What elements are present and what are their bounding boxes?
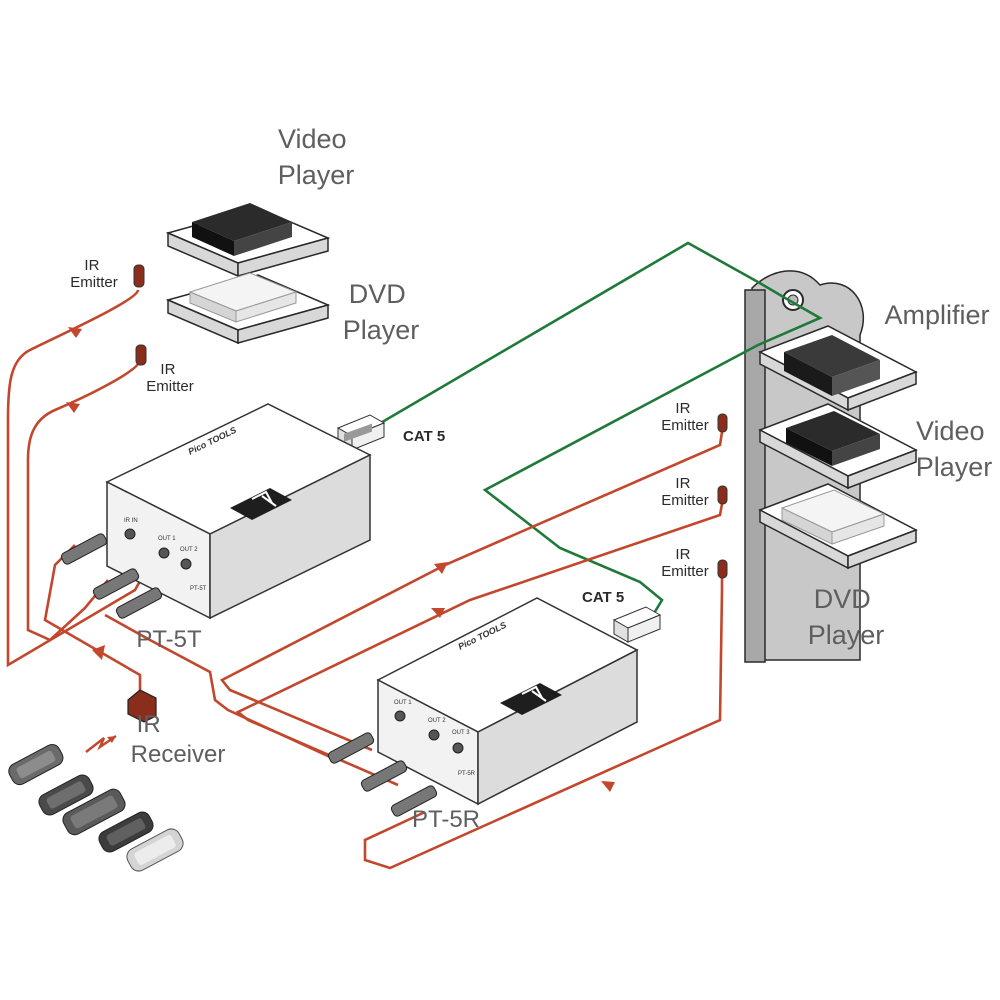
ir-signal-icon xyxy=(85,735,117,753)
dvd-player-device-right xyxy=(780,489,886,545)
pt5r-device: Pico TOOLS OUT 1 OUT 2 OUT 3 PT-5R xyxy=(327,597,639,817)
remote-control-3 xyxy=(62,788,126,836)
dvd-player-device-left xyxy=(188,272,298,323)
remote-controls xyxy=(8,743,184,872)
pt5t-port-label-2: OUT 2 xyxy=(180,547,198,553)
video-player-label-left: Video Player xyxy=(278,124,355,190)
pt5r-label: PT-5R xyxy=(412,806,480,833)
ir-emitter-device-4 xyxy=(717,485,728,505)
cat5-connector-right xyxy=(612,606,662,643)
left-shelf-dvd xyxy=(165,272,331,345)
pt5t-device: Pico TOOLS IR IN OUT 1 OUT 2 PT-5T xyxy=(60,403,372,620)
pt5r-logo xyxy=(500,683,562,715)
cat5-cable xyxy=(371,241,823,621)
cable-arrows xyxy=(66,327,615,792)
pt5r-plugs xyxy=(327,732,438,817)
right-rack xyxy=(744,270,918,663)
remote-control-2 xyxy=(38,774,94,816)
ir-emitter-device-1 xyxy=(133,264,145,288)
cat5-label-left: CAT 5 xyxy=(403,428,445,445)
pt5t-model-tag: PT-5T xyxy=(190,586,207,592)
cat5-label-right: CAT 5 xyxy=(582,589,624,606)
ir-cable-emitter-3 xyxy=(219,431,724,752)
ir-emitter-label-4: IR Emitter xyxy=(661,475,709,509)
pt5r-model-tag: PT-5R xyxy=(458,771,476,777)
right-shelf-dvd xyxy=(758,483,918,570)
right-shelf-video xyxy=(758,403,918,490)
remote-control-4 xyxy=(98,811,154,853)
ir-receiver-device xyxy=(127,689,157,723)
remote-control-5 xyxy=(126,828,184,872)
ir-emitter-label-3: IR Emitter xyxy=(661,400,709,434)
pt5r-port-label-2: OUT 3 xyxy=(452,730,470,736)
ir-cable-emitter-4 xyxy=(235,503,724,787)
pt5r-port-label-1: OUT 2 xyxy=(428,718,446,724)
left-shelf-video xyxy=(165,203,331,278)
right-shelf-amplifier xyxy=(758,325,918,412)
pt5r-port-label-0: OUT 1 xyxy=(394,700,412,706)
amplifier-device xyxy=(784,335,880,396)
video-player-device-left xyxy=(192,203,292,256)
video-player-device-right xyxy=(786,411,880,466)
ir-emitter-label-5: IR Emitter xyxy=(661,546,709,580)
ir-emitter-label-1: IR Emitter xyxy=(70,257,118,291)
pt5t-port-label-0: IR IN xyxy=(124,518,138,524)
ir-emitter-device-3 xyxy=(717,413,728,433)
ir-emitter-device-5 xyxy=(717,559,728,579)
ir-emitter-label-2: IR Emitter xyxy=(146,361,194,395)
video-player-label-right: Video Player xyxy=(916,416,993,482)
pt5t-logo xyxy=(230,488,292,520)
ir-emitter-device-2 xyxy=(135,344,147,366)
remote-control-1 xyxy=(8,743,64,786)
dvd-player-label-left: DVD Player xyxy=(343,279,420,345)
pt5t-label: PT-5T xyxy=(136,626,202,653)
pt5t-plugs xyxy=(60,533,163,619)
dvd-player-label-right: DVD Player xyxy=(808,584,885,650)
ir-receiver-label: IR Receiver xyxy=(131,711,226,768)
amplifier-label: Amplifier xyxy=(884,300,989,330)
ir-cable-left-inner xyxy=(26,359,142,642)
pt5t-port-label-1: OUT 1 xyxy=(158,536,176,542)
ir-cable-emitter-5 xyxy=(363,578,724,870)
ir-cable-left-outer xyxy=(6,289,162,668)
